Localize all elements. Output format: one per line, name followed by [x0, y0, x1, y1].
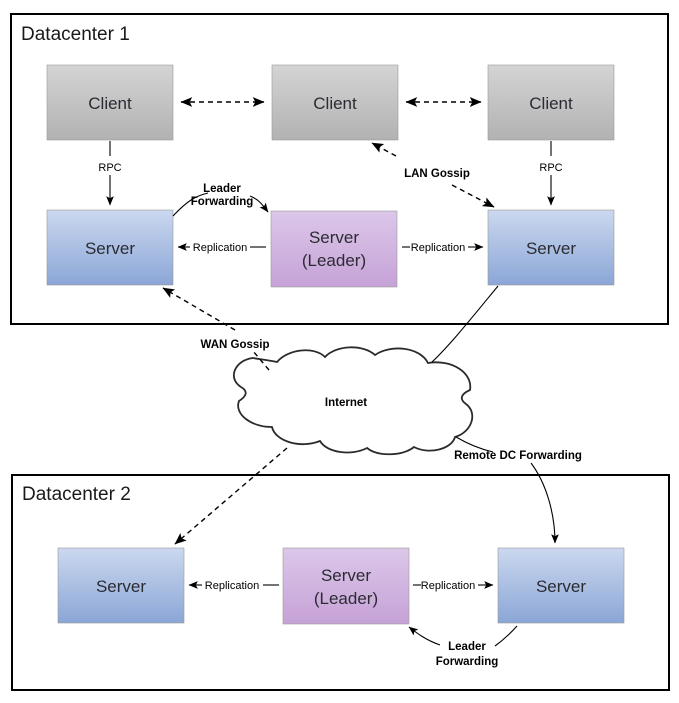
dc1-client-1[interactable]: [46, 64, 174, 141]
datacenter-1-frame: [10, 13, 669, 325]
dc1-server-1[interactable]: [46, 209, 174, 286]
wan-gossip-arrow-to-dc2: [174, 447, 288, 545]
datacenter-1-title: Datacenter 1: [21, 24, 130, 45]
dc1-rpc-1-label: RPC: [98, 162, 121, 174]
dc2-server-3[interactable]: [497, 547, 625, 624]
dc1-server-1-label: Server: [85, 239, 135, 258]
wan-gossip-arrow-to-dc1: [162, 287, 236, 331]
dc2-leader-forwarding-right-stem: [494, 625, 518, 647]
dc2-server-leader[interactable]: [282, 547, 410, 625]
remote-dc-forwarding-stem-dc1: [431, 285, 499, 363]
internet-cloud-label: Internet: [325, 397, 367, 409]
dc1-server-leader-label-line1: Server: [309, 228, 359, 247]
dc1-client-3[interactable]: [487, 64, 615, 141]
dc1-server-leader[interactable]: [270, 210, 398, 288]
dc2-server-leader-label-line1: Server: [321, 566, 371, 585]
remote-dc-forwarding-stem-cloud: [455, 436, 494, 453]
remote-dc-forwarding-label: Remote DC Forwarding: [454, 450, 582, 462]
dc1-client-2[interactable]: [271, 64, 399, 141]
dc2-replication-right-label: Replication: [421, 580, 475, 592]
dc1-server-3-label: Server: [526, 239, 576, 258]
dc1-client-2-label: Client: [313, 94, 357, 113]
dc2-leader-forwarding-arrow: [408, 626, 441, 646]
dc1-leader-forwarding-arrow: [249, 195, 269, 213]
dc1-leader-forwarding-label-line2: Forwarding: [191, 196, 254, 208]
dc2-replication-left-label: Replication: [205, 580, 259, 592]
internet-cloud: [233, 346, 474, 456]
dc2-server-1-label: Server: [96, 577, 146, 596]
dc1-leader-forwarding-left-stem: [172, 192, 209, 217]
dc1-client-3-label: Client: [529, 94, 573, 113]
dc1-lan-gossip-upper-arrow: [371, 142, 397, 157]
dc2-server-1[interactable]: [57, 547, 185, 624]
dc1-lan-gossip-label: LAN Gossip: [404, 168, 470, 180]
dc2-server-3-label: Server: [536, 577, 586, 596]
dc1-lan-gossip-lower-arrow: [451, 184, 495, 208]
wan-gossip-label: WAN Gossip: [200, 339, 269, 351]
dc2-server-leader-label-line2: (Leader): [314, 589, 378, 608]
dc1-server-3[interactable]: [487, 209, 615, 286]
dc1-replication-left-label: Replication: [193, 242, 247, 254]
datacenter-2-title: Datacenter 2: [22, 484, 131, 505]
dc1-client-1-label: Client: [88, 94, 132, 113]
dc2-leader-forwarding-label-line2: Forwarding: [436, 656, 499, 668]
remote-dc-forwarding-arrow: [530, 462, 559, 544]
dc2-leader-forwarding-label-line1: Leader: [448, 641, 486, 653]
dc1-rpc-2-label: RPC: [539, 162, 562, 174]
dc1-leader-forwarding-label-line1: Leader: [203, 183, 241, 195]
dc1-replication-right-label: Replication: [411, 242, 465, 254]
datacenter-2-frame: [11, 474, 670, 691]
wan-gossip-stem-upper: [252, 350, 270, 371]
dc1-server-leader-label-line2: (Leader): [302, 251, 366, 270]
